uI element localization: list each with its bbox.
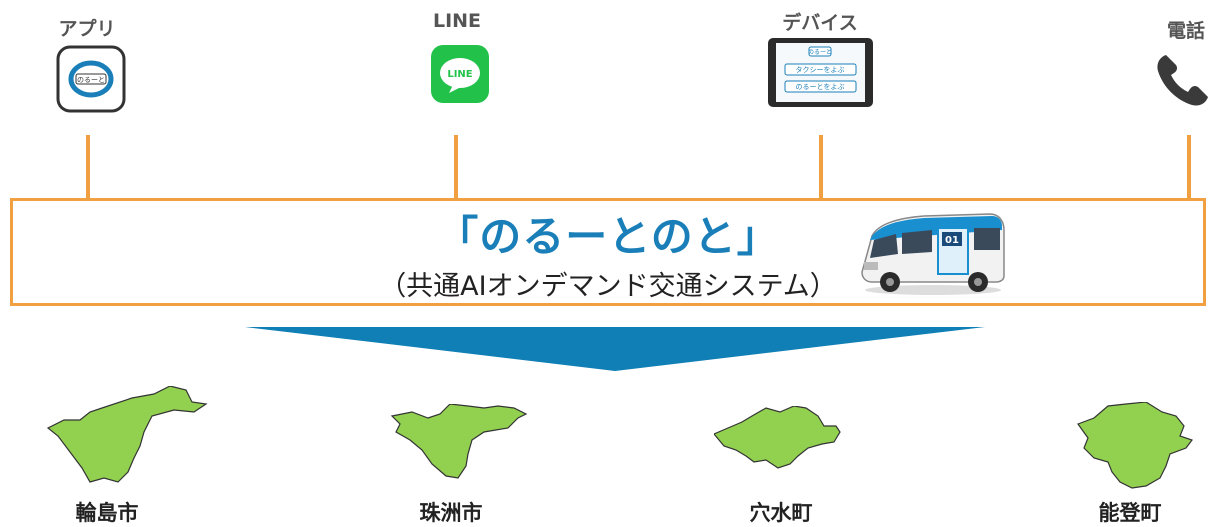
map-wajima — [42, 385, 210, 486]
van-image: 01 — [858, 210, 1008, 296]
channel-label-device: デバイス — [782, 12, 858, 34]
system-banner — [10, 198, 1206, 306]
app-icon[interactable]: のるーと — [56, 45, 126, 113]
map-suzu — [388, 403, 530, 482]
region-label-wajima: 輪島市 — [75, 501, 139, 525]
banner-title: 「のるーとのと」 — [436, 212, 780, 261]
channel-label-phone: 電話 — [1166, 20, 1206, 42]
channel-label-app: アプリ — [58, 18, 116, 40]
connector-line — [454, 135, 458, 201]
region-label-anamizu: 穴水町 — [749, 501, 813, 525]
line-icon-text: LINE — [447, 69, 472, 80]
region-label-suzu: 珠洲市 — [419, 501, 483, 525]
tablet-logo: のるーと — [808, 49, 832, 56]
tablet-button-noruto: のるーとをよぶ — [796, 83, 845, 91]
arrow-down — [245, 327, 985, 371]
channel-label-line: LINE — [432, 10, 482, 32]
map-anamizu — [713, 405, 844, 474]
phone-icon[interactable] — [1154, 51, 1212, 109]
tablet-button-taxi: タクシーをよぶ — [796, 65, 845, 74]
app-icon-text: のるーと — [77, 76, 105, 84]
connector-app — [86, 135, 90, 201]
map-noto — [1074, 401, 1196, 490]
connector-phone — [1187, 135, 1191, 201]
line-icon[interactable]: LINE — [431, 45, 489, 103]
van-number: 01 — [945, 235, 959, 246]
banner-subtitle: （共通AIオンデマンド交通システム） — [379, 271, 837, 302]
tablet-icon[interactable]: のるーと タクシーをよぶ のるーとをよぶ — [767, 37, 874, 108]
connector-device — [819, 135, 823, 201]
region-label-noto: 能登町 — [1098, 501, 1162, 525]
